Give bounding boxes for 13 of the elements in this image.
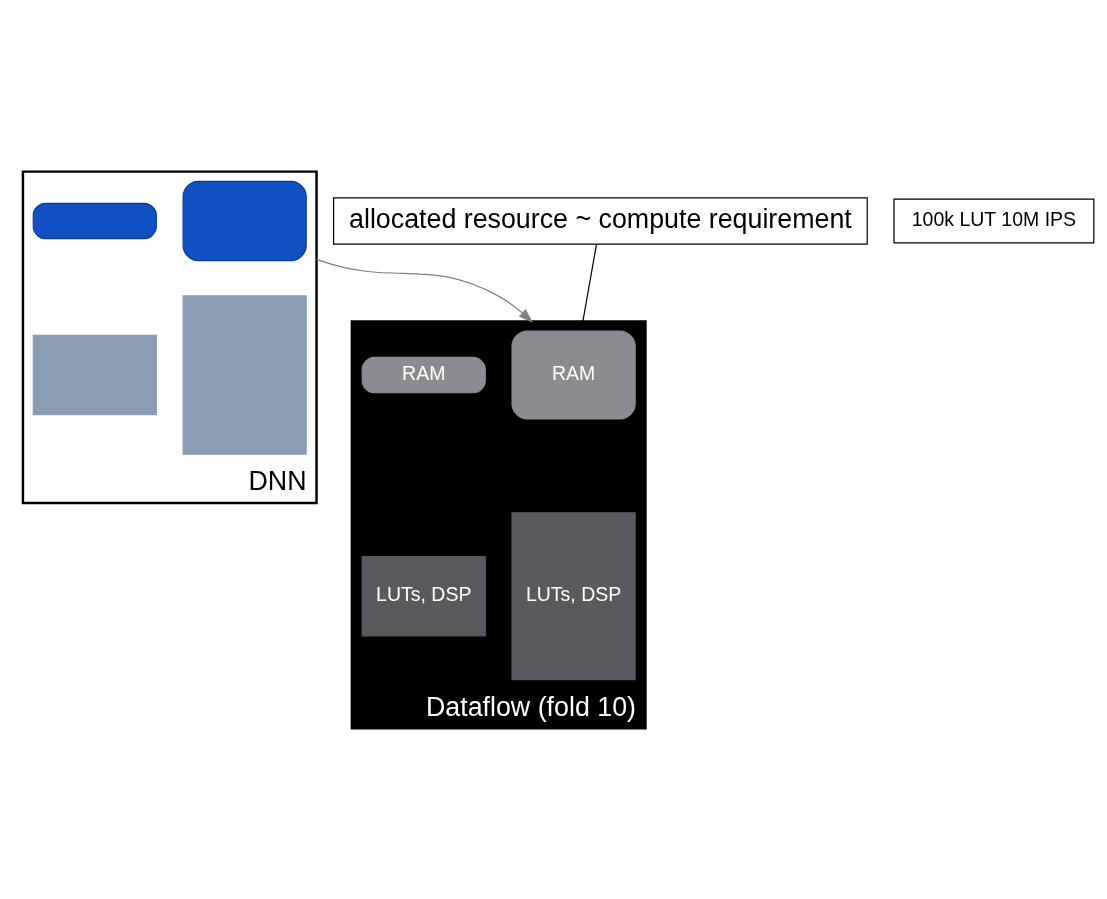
node-box (182, 180, 307, 261)
node-box: RAM (511, 330, 636, 420)
cluster: DNN (21, 169, 318, 504)
node-box: 100k LUT 10M IPS (893, 197, 1095, 243)
node-box (182, 294, 307, 455)
node-box (32, 334, 157, 415)
node-box: LUTs, DSP (511, 511, 636, 680)
node-box: LUTs, DSP (361, 555, 486, 636)
node-box (32, 202, 157, 239)
node-box: RAM (361, 356, 486, 393)
node-box: allocated resource ~ compute requirement (333, 196, 868, 245)
arrow (315, 258, 533, 323)
connector (582, 243, 598, 322)
